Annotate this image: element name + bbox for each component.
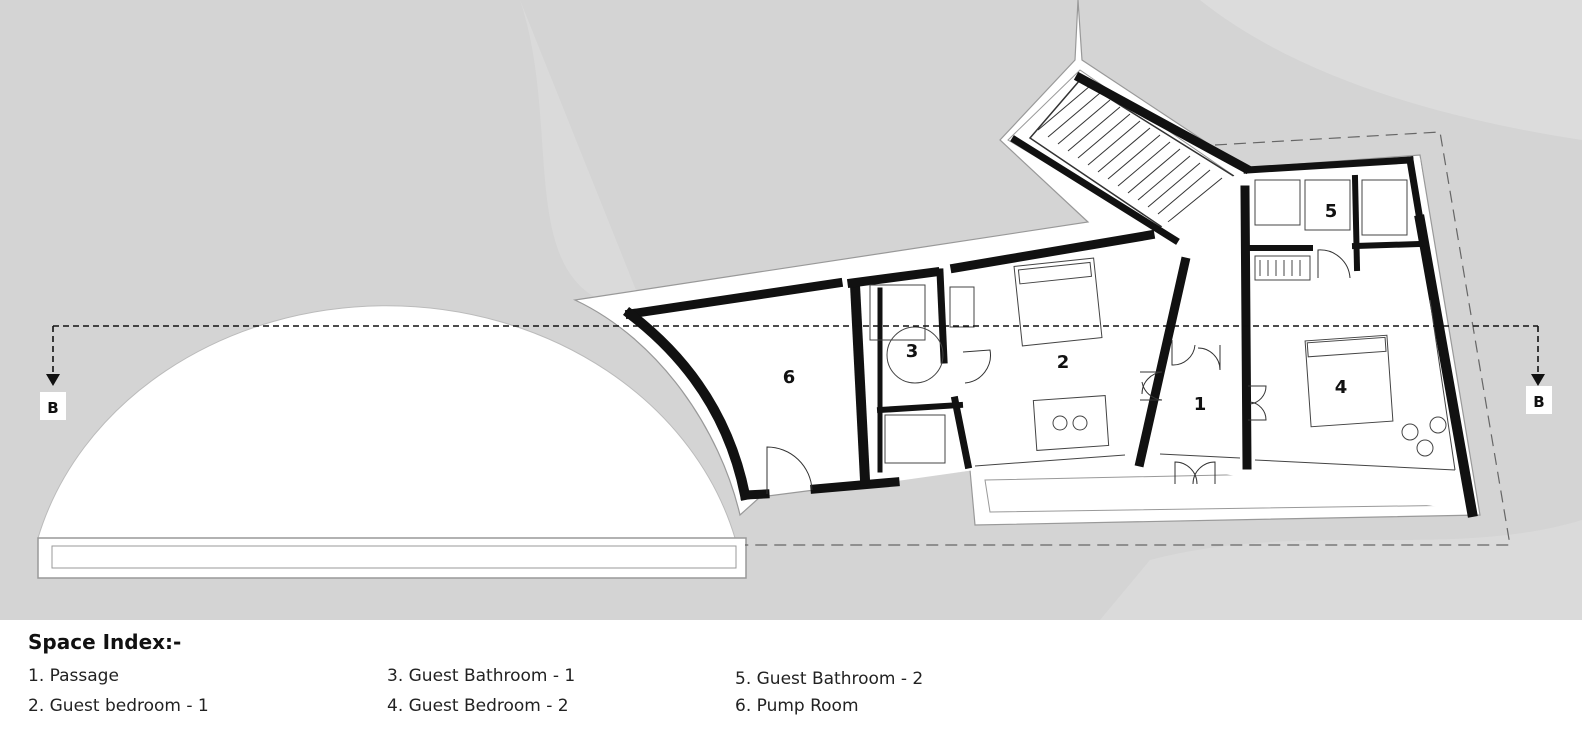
doors [766,249,1351,494]
dome-outline [37,305,736,539]
bathroom-fixtures [869,179,1408,464]
section-line [46,325,1545,386]
site-boundary [745,131,1511,546]
legend-item: 6. Pump Room [735,696,859,716]
room-number-1: 1 [1194,394,1207,415]
floor-plan: B B 1 2 3 4 5 6 [0,0,1582,620]
section-label-box-left [40,392,66,420]
section-arrow-left [46,374,60,386]
room-number-3: 3 [906,341,919,362]
chairs-room-4 [1401,416,1447,457]
section-label-box-right [1526,386,1552,414]
staircase [1028,79,1242,248]
room-number-2: 2 [1057,352,1070,373]
space-index-legend: Space Index:- 1. Passage 2. Guest bedroo… [0,620,1582,748]
bed-room-4 [1304,334,1394,428]
room-number-4: 4 [1335,377,1348,398]
legend-item: 5. Guest Bathroom - 2 [735,669,924,689]
table-room-2 [1032,395,1110,451]
section-label-right: B [1533,393,1544,411]
glazing-lines [974,299,1456,471]
room-number-6: 6 [783,367,796,388]
legend-item: 4. Guest Bedroom - 2 [387,696,569,716]
ground-texture [1200,0,1582,140]
legend-title: Space Index:- [28,630,182,654]
section-label-left: B [47,399,58,417]
ground-texture [520,0,640,300]
legend-item: 3. Guest Bathroom - 1 [387,666,576,686]
legend-item: 2. Guest bedroom - 1 [28,696,209,716]
bed-room-2 [1013,257,1103,347]
room-number-5: 5 [1325,201,1338,222]
section-arrow-right [1531,374,1545,386]
legend-item: 1. Passage [28,666,119,686]
walls [622,71,1478,518]
base-strip-inner [51,545,737,569]
